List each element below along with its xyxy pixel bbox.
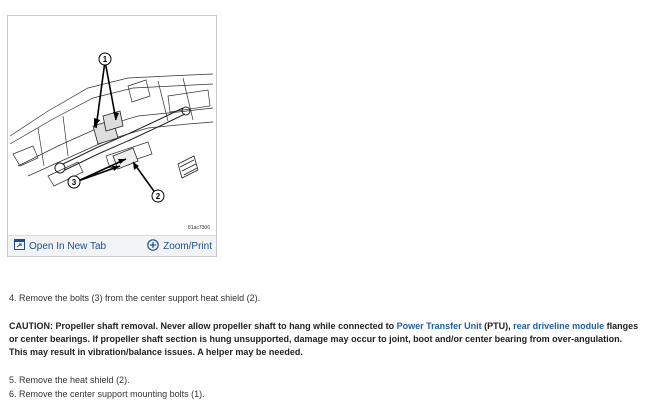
image-code: 81ac7306 [188, 225, 210, 231]
figure-card: 1 2 3 81ac7306 Open In New Tab [7, 15, 217, 257]
callout-1-leader-a [95, 60, 106, 129]
caution-mid: (PTU), [481, 321, 514, 331]
open-in-new-tab-label: Open In New Tab [29, 240, 107, 252]
callout-3-leader-b [77, 158, 127, 182]
zoom-print-label: Zoom/Print [163, 241, 212, 252]
callout-1: 1 [103, 55, 108, 64]
driveline-illustration[interactable]: 1 2 3 [8, 16, 216, 238]
caution-suffix: flanges or center bearings. If propeller… [9, 321, 639, 357]
power-transfer-unit-link[interactable]: Power Transfer Unit [396, 321, 482, 331]
callout-2: 2 [156, 192, 161, 201]
callout-3: 3 [72, 178, 77, 187]
rear-driveline-module-link[interactable]: rear driveline module [513, 321, 605, 331]
zoom-print-button[interactable]: Zoom/Print [147, 239, 212, 254]
step-5: 5. Remove the heat shield (2). [9, 375, 130, 385]
zoom-plus-icon [147, 239, 159, 254]
step-4: 4. Remove the bolts (3) from the center … [9, 293, 261, 303]
caution-prefix: CAUTION: Propeller shaft removal. Never … [9, 321, 397, 331]
caution-note: CAUTION: Propeller shaft removal. Never … [9, 320, 641, 359]
figure-toolbar: Open In New Tab Zoom/Print [8, 235, 216, 256]
callout-1-leader-b [104, 60, 117, 121]
open-in-new-tab-icon [14, 239, 25, 253]
step-6: 6. Remove the center support mounting bo… [9, 389, 205, 399]
open-in-new-tab-button[interactable]: Open In New Tab [14, 239, 106, 253]
